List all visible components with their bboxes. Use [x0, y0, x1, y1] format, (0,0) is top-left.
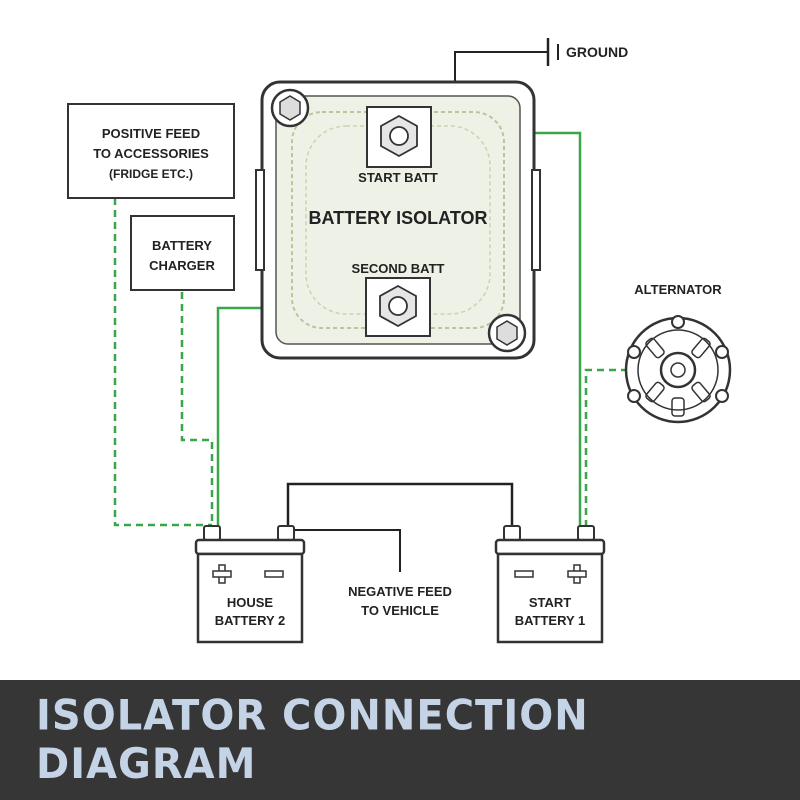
minus-symbol-icon	[514, 570, 534, 578]
footer-banner: ISOLATOR CONNECTION DIAGRAM	[0, 680, 800, 800]
house-battery-label-2: BATTERY 2	[215, 613, 286, 628]
second-batt-terminal-icon	[365, 277, 431, 337]
negative-feed-label-2: TO VEHICLE	[361, 603, 439, 618]
start-battery-label-2: BATTERY 1	[515, 613, 586, 628]
battery-isolator: START BATT BATTERY ISOLATOR SECOND BATT	[255, 80, 541, 360]
accessories-feed-wire	[113, 198, 212, 527]
positive-feed-label-3: (FRIDGE ETC.)	[109, 167, 193, 181]
second-batt-label: SECOND BATT	[352, 261, 445, 276]
minus-symbol-icon	[264, 570, 284, 578]
alternator-label: ALTERNATOR	[634, 282, 722, 297]
plus-symbol-icon	[212, 564, 232, 584]
house-battery-label-1: HOUSE	[227, 595, 274, 610]
start-battery-label-1: START	[529, 595, 571, 610]
battery-negative-bridge-wire	[286, 482, 514, 530]
battery-charger-label-2: CHARGER	[149, 258, 215, 273]
footer-title-text: ISOLATOR CONNECTION DIAGRAM	[36, 691, 589, 789]
battery-charger-label-1: BATTERY	[152, 238, 212, 253]
mounting-bolt-icon	[270, 88, 310, 128]
start-batt-terminal-icon	[366, 106, 432, 168]
negative-feed-wire	[288, 529, 401, 572]
alternator-wire	[584, 368, 628, 530]
ground-label: GROUND	[566, 44, 628, 60]
positive-feed-label-2: TO ACCESSORIES	[93, 146, 209, 161]
mounting-bolt-icon	[487, 313, 527, 353]
positive-feed-box	[67, 103, 235, 199]
start-batt-label: START BATT	[358, 170, 438, 185]
battery-charger-box	[130, 215, 235, 291]
charger-wire	[180, 292, 214, 530]
positive-feed-label-1: POSITIVE FEED	[102, 126, 200, 141]
ground-symbol-icon	[546, 38, 559, 66]
alternator-icon	[624, 315, 732, 424]
start-battery-icon	[494, 525, 606, 644]
house-battery-icon	[194, 525, 306, 644]
negative-feed-label-1: NEGATIVE FEED	[348, 584, 452, 599]
isolator-title: BATTERY ISOLATOR	[308, 208, 487, 228]
plus-symbol-icon	[567, 564, 587, 584]
